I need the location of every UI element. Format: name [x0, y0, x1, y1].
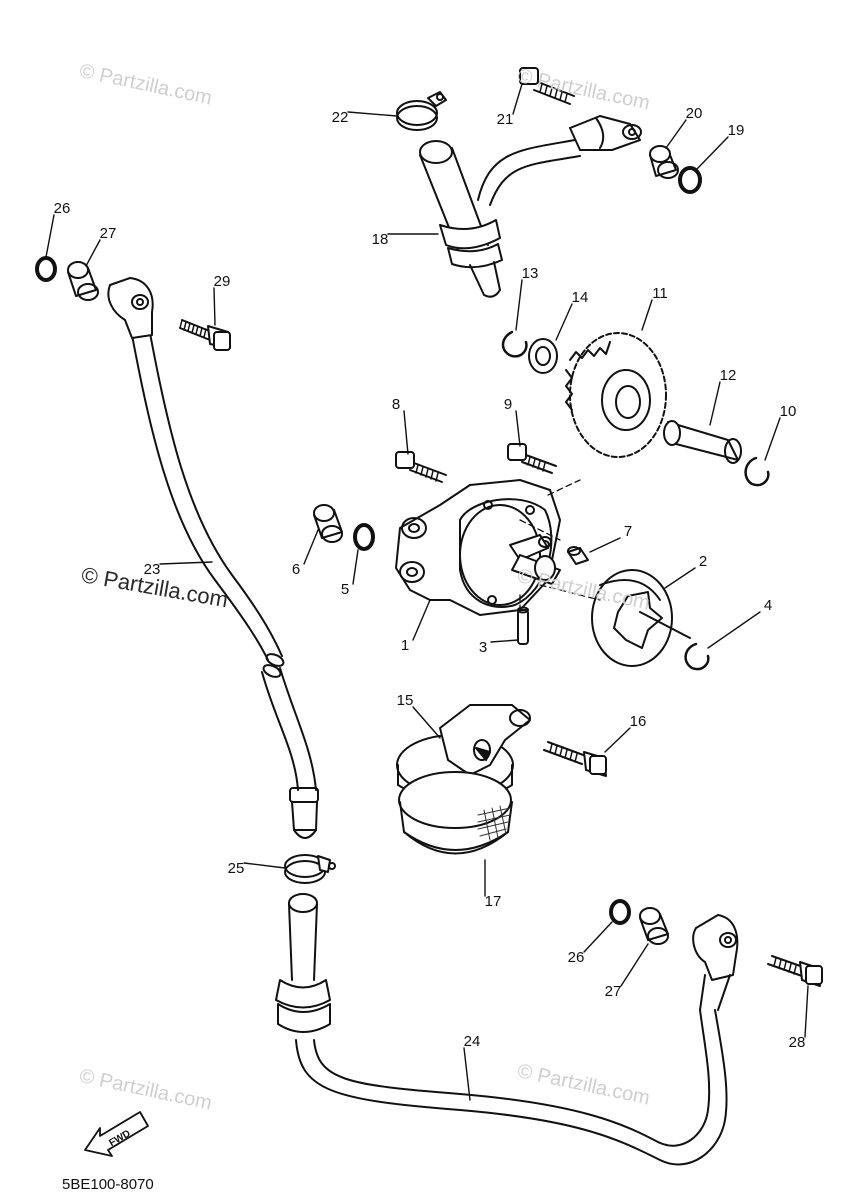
- part-25-clamp: [284, 854, 336, 884]
- part-10-circlip: [744, 456, 770, 487]
- leader-line: [352, 549, 359, 585]
- callout-label: 9: [504, 396, 512, 413]
- leader-line: [641, 299, 653, 331]
- callout-label: 14: [572, 289, 589, 306]
- callout-label: 12: [720, 367, 737, 384]
- callout-label: 16: [630, 713, 647, 730]
- leader-line: [159, 561, 213, 565]
- part-12-shaft: [663, 420, 742, 464]
- part-9-bolt: [507, 443, 557, 474]
- part-27-collar-upper: [67, 261, 99, 301]
- callout-label: 27: [605, 983, 622, 1000]
- part-5-oring: [353, 523, 375, 551]
- callout-label: 8: [392, 396, 400, 413]
- part-13-circlip: [501, 330, 528, 358]
- part-4-circlip: [684, 642, 710, 671]
- leader-line: [604, 727, 631, 753]
- leader-line: [45, 214, 55, 258]
- part-3-dowel: [517, 606, 529, 645]
- part-16-bolt: [543, 741, 607, 777]
- part-20-collar: [649, 145, 679, 179]
- callout-label: 29: [214, 273, 231, 290]
- callout-label: 6: [292, 561, 300, 578]
- part-26-oring-lower: [609, 899, 631, 925]
- callout-label: 19: [728, 122, 745, 139]
- callout-label: 13: [522, 265, 539, 282]
- callout-label: 22: [332, 109, 349, 126]
- part-27-collar-lower: [639, 907, 669, 945]
- callout-label: 18: [372, 231, 389, 248]
- part-6-collar: [313, 504, 343, 543]
- leader-line: [695, 136, 729, 171]
- leader-line: [583, 921, 613, 953]
- leader-line: [490, 639, 519, 643]
- leader-line: [665, 119, 687, 149]
- leader-line: [303, 529, 319, 565]
- callout-label: 20: [686, 105, 703, 122]
- leader-line: [512, 83, 523, 115]
- part-2-rotor: [591, 569, 691, 667]
- leader-line: [412, 706, 441, 739]
- part-8-bolt: [395, 451, 447, 483]
- callout-label: 7: [624, 523, 632, 540]
- leader-line: [555, 303, 573, 341]
- part-18-pipe: [419, 115, 642, 298]
- callout-label: 27: [100, 225, 117, 242]
- callout-label: 26: [568, 949, 585, 966]
- diagram-code: 5BE100-8070: [62, 1176, 154, 1193]
- leader-line: [213, 287, 216, 326]
- callout-label: 28: [789, 1034, 806, 1051]
- part-22-clamp: [396, 91, 447, 131]
- callout-label: 4: [764, 597, 772, 614]
- callout-label: 25: [228, 860, 245, 877]
- leader-line: [403, 410, 409, 455]
- leader-line: [243, 862, 286, 869]
- leader-line: [347, 111, 398, 117]
- leader-line: [709, 381, 721, 426]
- leader-line: [85, 239, 101, 267]
- assembly-lines: [519, 479, 601, 613]
- callout-label: 2: [699, 553, 707, 570]
- part-1-pump-body: [395, 479, 561, 616]
- part-23-banjo: [107, 277, 154, 339]
- callout-label: 1: [401, 637, 409, 654]
- leader-line: [589, 537, 621, 553]
- part-17-strainer: [398, 771, 513, 855]
- fwd-arrow-icon: FWD: [84, 1111, 149, 1157]
- callout-label: 3: [479, 639, 487, 656]
- part-28-bolt: [767, 955, 823, 987]
- leader-line: [707, 611, 761, 649]
- part-14-washer: [528, 338, 558, 374]
- callout-label: 26: [54, 200, 71, 217]
- leader-line: [463, 1047, 471, 1101]
- callout-label: 17: [485, 893, 502, 910]
- part-23-hose: [131, 332, 319, 839]
- leader-line: [515, 410, 521, 447]
- leader-line: [620, 943, 649, 987]
- callout-label: 10: [780, 403, 797, 420]
- leader-line: [764, 417, 781, 461]
- part-21-bolt: [519, 67, 575, 105]
- callout-label: 5: [341, 581, 349, 598]
- callout-label: 23: [144, 561, 161, 578]
- part-7-pin: [567, 546, 589, 565]
- part-11-gear: [565, 332, 667, 458]
- leader-line: [515, 279, 523, 331]
- leader-line: [804, 985, 809, 1038]
- leader-lines: [45, 83, 809, 1101]
- part-29-bolt: [179, 319, 231, 351]
- part-19-oring: [678, 166, 702, 194]
- callout-label: 15: [397, 692, 414, 709]
- callout-label: 11: [652, 285, 668, 302]
- leader-line: [664, 567, 696, 589]
- callout-label: 24: [464, 1033, 481, 1050]
- part-24-hose: [275, 893, 739, 1166]
- leader-line: [412, 599, 431, 641]
- callout-label: 21: [497, 111, 514, 128]
- part-26-oring-upper: [35, 256, 57, 282]
